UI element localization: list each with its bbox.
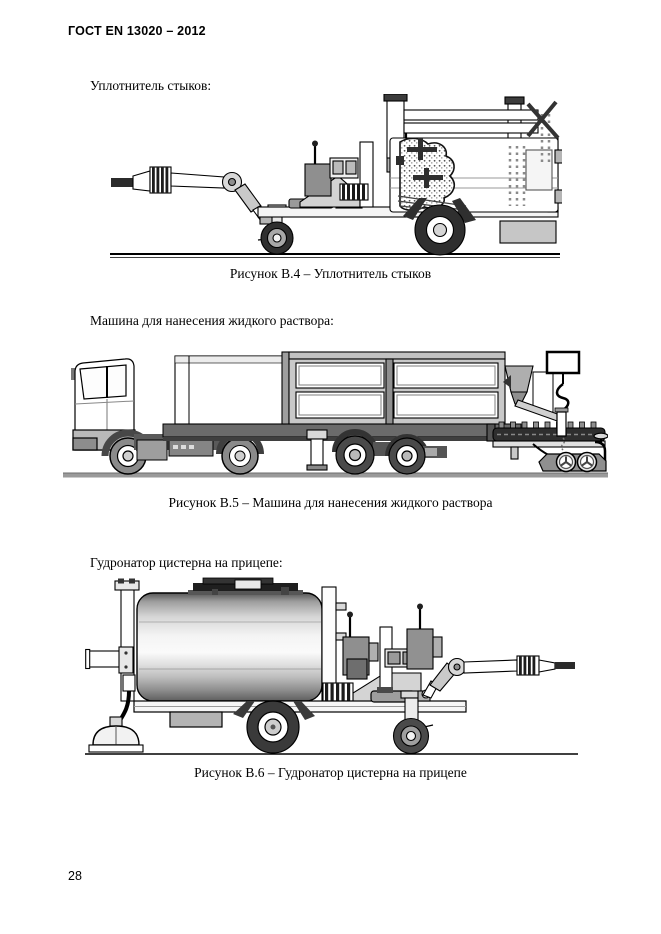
slurry-machine-illustration <box>63 350 608 478</box>
spray-lance <box>111 166 276 225</box>
figure-b6-drawing <box>85 577 580 759</box>
figure-b4-label: Уплотнитель стыков: <box>90 78 212 93</box>
figure-b4-caption: Рисунок В.4 – Уплотнитель стыков <box>229 266 432 281</box>
tank-cylinder <box>136 592 323 702</box>
jockey-wheel <box>392 690 434 755</box>
joint-compactor-illustration <box>110 94 562 258</box>
material-tank <box>383 94 562 244</box>
truck-cab <box>71 358 155 475</box>
ground-line <box>110 253 560 258</box>
tar-sprayer-illustration <box>85 577 578 755</box>
display-screen <box>545 350 581 451</box>
figure-b6-label: Гудронатор цистерна на прицепе: <box>90 555 283 570</box>
rear-wheels <box>332 429 447 475</box>
main-wheel <box>403 198 476 256</box>
hopper-spreader <box>486 365 606 461</box>
body-panels <box>174 351 506 425</box>
main-wheel <box>233 700 315 754</box>
trailer-unit <box>538 432 608 473</box>
figure-b6-caption: Рисунок В.6 – Гудронатор цистерна на при… <box>194 765 467 780</box>
drawbar-and-pad <box>85 578 144 753</box>
support-leg <box>306 429 328 471</box>
figure-b5-drawing <box>63 342 608 482</box>
engine-unit <box>321 586 443 702</box>
document-title: ГОСТ EN 13020 – 2012 <box>68 24 206 38</box>
figure-b4-drawing <box>108 94 562 262</box>
ground-line <box>63 472 608 478</box>
figure-b5-caption: Рисунок В.5 – Машина для нанесения жидко… <box>168 495 493 510</box>
page-number: 28 <box>68 869 82 883</box>
figure-b5-label: Машина для нанесения жидкого раствора: <box>90 313 334 328</box>
tank-top-equipment <box>188 577 303 595</box>
spray-lance <box>417 655 575 702</box>
